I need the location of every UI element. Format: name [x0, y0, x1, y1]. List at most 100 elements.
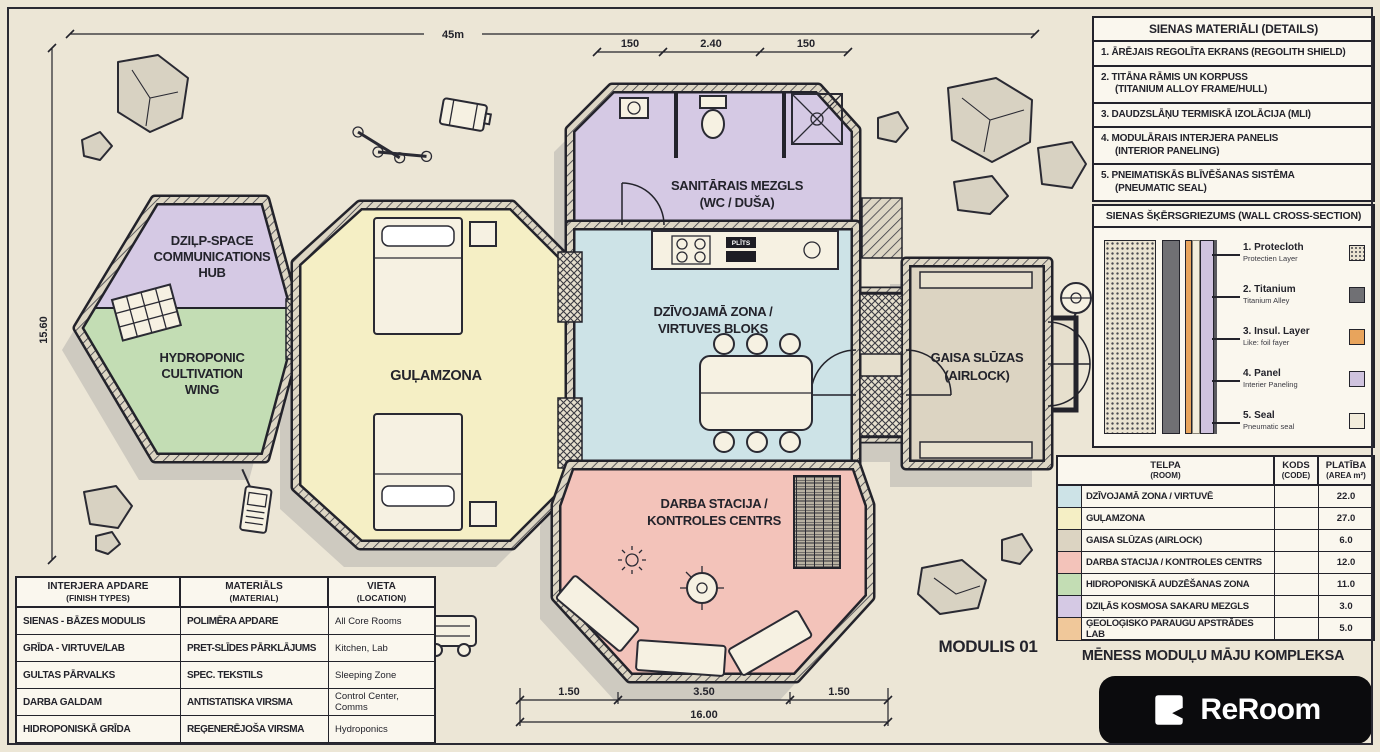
svg-text:(AIRLOCK): (AIRLOCK) [944, 368, 1009, 383]
equipment-rack [793, 475, 841, 569]
leader-line [1212, 380, 1240, 382]
shower [791, 93, 843, 145]
module-label: MODULIS 01 [938, 637, 1037, 656]
room-table-header: TELPA(ROOM) KODS(CODE) PLATĪBA(AREA m²) [1058, 457, 1373, 486]
wrench-icon [372, 146, 433, 163]
finish-table-row: HIDROPONISKĀ GRĪDA REĢENERĒJOŠA VIRSMA H… [17, 716, 434, 743]
svg-text:CULTIVATION: CULTIVATION [161, 366, 242, 381]
material-item: 4. MODULĀRAIS INTERJERA PANELIS (INTERIO… [1094, 128, 1373, 165]
doors [621, 182, 1091, 407]
bed-top [373, 217, 463, 335]
airlock-bench [919, 271, 1033, 289]
sheet-title: MĒNESS MODUĻU MĀJU KOMPLEKSA [1081, 648, 1345, 664]
room-table-row: DZĪVOJAMĀ ZONA / VIRTUVĒ 22.0 [1058, 485, 1373, 508]
room-color-chip [1058, 485, 1082, 507]
room-labels: DZIĻP-SPACE COMMUNICATIONS HUB HYDROPONI… [154, 178, 1038, 656]
sink [619, 97, 649, 119]
room-table-row: DZIĻĀS KOSMOSA SAKARU MEZGLS 3.0 [1058, 595, 1373, 618]
dining-set [699, 333, 813, 453]
radio-device [239, 468, 273, 534]
module-airlock [859, 256, 1054, 471]
dim-bottom-seg2: 3.50 [693, 686, 714, 698]
room-color-chip [1058, 595, 1082, 617]
room-table-row: HIDROPONISKĀ AUDZĒŠANAS ZONA 11.0 [1058, 573, 1373, 596]
layer-gap [1192, 240, 1200, 434]
layer-label: 2. Titanium Titanium Alley [1243, 278, 1365, 311]
layer-swatch [1349, 244, 1365, 261]
finish-table: INTERJERA APDARE(FINISH TYPES) MATERIĀLS… [15, 576, 436, 745]
dim-top-seg2: 2.40 [700, 38, 721, 50]
leader-line [1212, 422, 1240, 424]
label-hydro: HYDROPONIC [159, 350, 245, 365]
stove-label-chip [726, 237, 756, 248]
cross-section-panel: SIENAS ŠĶĒRSGRIEZUMS (WALL CROSS-SECTION… [1092, 204, 1375, 448]
room-table-row: DARBA STACIJA / KONTROLES CENTRS 12.0 [1058, 551, 1373, 574]
kitchen-counter: PLĪTS [651, 230, 839, 270]
bathroom-fixtures [619, 91, 843, 158]
room-color-chip [1058, 529, 1082, 551]
finish-table-row: GRĪDA - VIRTUVE/LAB PRET-SLĪDES PĀRKLĀJU… [17, 635, 434, 663]
room-table-row: GUĻAMZONA 27.0 [1058, 507, 1373, 530]
layer-regolith [1104, 240, 1156, 434]
reroom-logo-icon [1155, 695, 1184, 725]
svg-text:WING: WING [185, 382, 219, 397]
material-item: 1. ĀRĒJAIS REGOLĪTA EKRANS (REGOLITH SHI… [1094, 42, 1373, 67]
lamp [618, 546, 646, 574]
bed-bottom [373, 413, 463, 531]
label-wc: SANITĀRAIS MEZGLS [671, 178, 804, 193]
wall-layers [1104, 240, 1234, 434]
work-desks [555, 575, 813, 677]
reroom-logo-text: ReRoom [1200, 693, 1321, 726]
finish-table-row: DARBA GALDAM ANTISTATISKA VIRSMA Control… [17, 689, 434, 717]
battery-pack [438, 97, 493, 132]
room-table-row: ĢEOLOĢISKO PARAUGU APSTRĀDES LAB 5.0 [1058, 617, 1373, 640]
materials-panel-title: SIENAS MATERIĀLI (DETAILS) [1094, 18, 1373, 42]
leader-line [1212, 338, 1240, 340]
leader-line [1212, 254, 1240, 256]
cross-section-title: SIENAS ŠĶĒRSGRIEZUMS (WALL CROSS-SECTION… [1094, 206, 1373, 228]
module-hex [72, 194, 315, 464]
dim-bottom-seg3: 1.50 [828, 686, 849, 698]
svg-text:KONTROLES CENTRS: KONTROLES CENTRS [647, 513, 782, 528]
fridge-label-chip [726, 251, 756, 262]
label-sleep: GUĻAMZONA [390, 368, 482, 384]
materials-panel: SIENAS MATERIĀLI (DETAILS) 1. ĀRĒJAIS RE… [1092, 16, 1375, 202]
layer-swatch [1349, 328, 1365, 345]
svg-text:COMMUNICATIONS: COMMUNICATIONS [154, 249, 272, 264]
layer-swatch [1349, 286, 1365, 303]
layer-seal [1214, 240, 1217, 434]
stove-label: PLĪTS [732, 239, 751, 247]
layer-label: 1. Protecloth Protectien Layer [1243, 236, 1365, 269]
room-area-table: TELPA(ROOM) KODS(CODE) PLATĪBA(AREA m²) … [1056, 455, 1375, 641]
nightstand [469, 221, 497, 247]
dim-bottom-total: 16.00 [690, 709, 718, 721]
dim-bottom-seg1: 1.50 [558, 686, 579, 698]
wall-layer-labels: 1. Protecloth Protectien Layer 2. Titani… [1243, 236, 1365, 446]
furniture: PLĪTS [110, 91, 1033, 677]
dim-top-total: 45m [442, 29, 464, 41]
module-sleep [290, 199, 576, 551]
surface-equipment [239, 97, 1092, 657]
finish-table-row: GULTAS PĀRVALKS SPEC. TEKSTILS Sleeping … [17, 662, 434, 690]
comms-console [110, 283, 183, 342]
room-color-chip [1058, 507, 1082, 529]
material-item: 2. TITĀNA RĀMIS UN KORPUSS (TITANIUM ALL… [1094, 67, 1373, 104]
layer-swatch [1349, 412, 1365, 429]
room-table-row: GAISA SLŪZAS (AIRLOCK) 6.0 [1058, 529, 1373, 552]
leader-line [1212, 296, 1240, 298]
office-chair [680, 566, 724, 610]
dim-left: 15.60 [38, 316, 50, 344]
layer-label: 5. Seal Pneumatic seal [1243, 404, 1365, 437]
label-airlock: GAISA SLŪZAS [931, 350, 1024, 365]
label-comms: DZIĻP-SPACE [171, 233, 254, 248]
layer-swatch [1349, 370, 1365, 387]
nightstand [469, 501, 497, 527]
dim-top-seg3: 150 [797, 38, 815, 50]
moon-rocks [81, 54, 1087, 615]
airlock-bench [919, 441, 1033, 459]
layer-titanium [1162, 240, 1180, 434]
reroom-logo: ReRoom [1099, 676, 1372, 744]
layer-label: 4. Panel Interier Paneling [1243, 362, 1365, 395]
svg-text:(WC / DUŠA): (WC / DUŠA) [700, 195, 775, 210]
